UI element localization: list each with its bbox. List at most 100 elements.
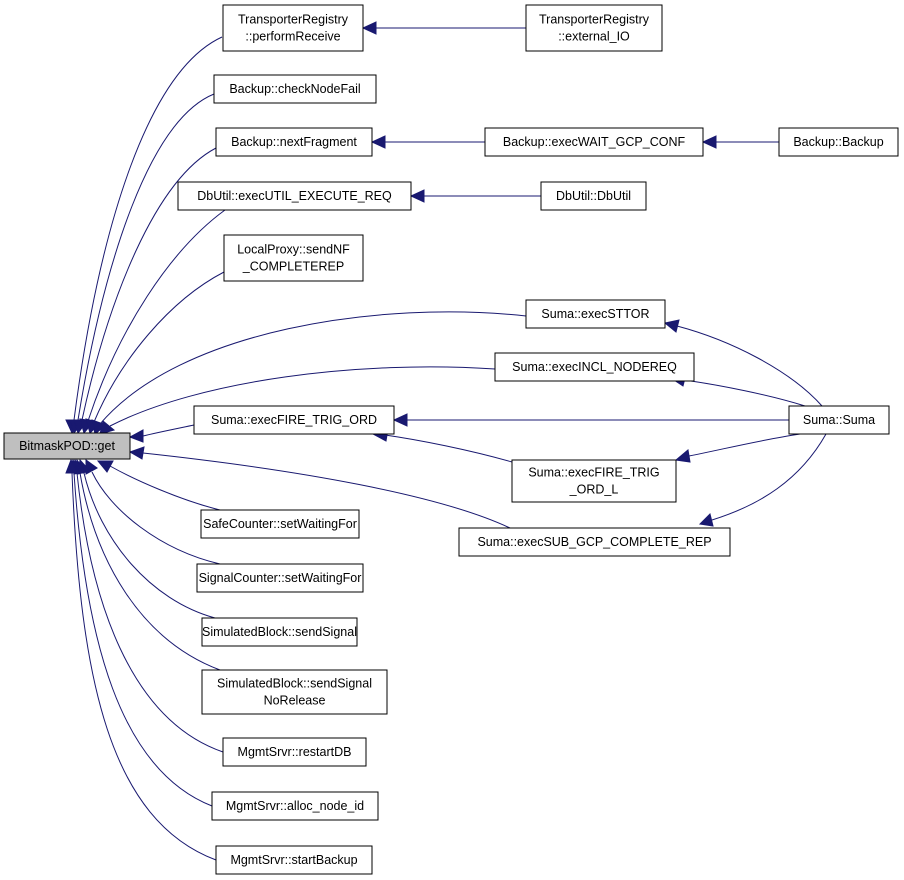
node-su_incl[interactable]: Suma::execINCL_NODEREQ <box>494 352 695 382</box>
node-label: Suma::execSTTOR <box>541 307 649 321</box>
node-label: MgmtSrvr::startBackup <box>230 853 357 867</box>
node-box <box>484 127 704 157</box>
node-label: _COMPLETEREP <box>242 260 344 274</box>
node-tr_ext[interactable]: TransporterRegistry::external_IO <box>525 4 663 52</box>
edge-su_sgcr-to-root <box>128 446 511 529</box>
node-su_fto[interactable]: Suma::execFIRE_TRIG_ORD <box>193 405 395 435</box>
node-box <box>788 405 890 435</box>
edge-line <box>73 472 213 807</box>
edge-line <box>676 325 823 407</box>
edge-line <box>711 433 827 521</box>
node-tr_pr[interactable]: TransporterRegistry::performReceive <box>222 4 364 52</box>
arrow-head <box>674 449 691 463</box>
node-bk_cnf[interactable]: Backup::checkNodeFail <box>213 74 377 104</box>
node-label: SimulatedBlock::sendSignal <box>202 625 357 639</box>
node-bk_bk[interactable]: Backup::Backup <box>778 127 899 157</box>
edge-sc_swf-to-root <box>96 460 221 511</box>
edge-db_db-to-db_exec <box>409 189 541 203</box>
node-box <box>223 234 364 282</box>
edges-layer <box>65 21 827 861</box>
node-label: _ORD_L <box>569 483 619 497</box>
node-sc_swf[interactable]: SafeCounter::setWaitingFor <box>200 509 360 539</box>
edge-line <box>91 471 221 565</box>
arrow-head <box>128 446 145 460</box>
arrow-head <box>392 413 408 427</box>
node-sb_ss[interactable]: SimulatedBlock::sendSignal <box>201 617 358 647</box>
node-label: DbUtil::DbUtil <box>556 189 631 203</box>
node-box <box>458 527 731 557</box>
node-su_sttor[interactable]: Suma::execSTTOR <box>525 299 666 329</box>
node-label: LocalProxy::sendNF <box>237 243 350 257</box>
node-label: BitmaskPOD::get <box>19 439 115 453</box>
edge-line <box>73 36 223 421</box>
node-box <box>525 299 666 329</box>
node-sgc_swf[interactable]: SignalCounter::setWaitingFor <box>196 563 364 593</box>
edge-line <box>384 434 513 463</box>
edge-su_suma-to-su_sgcr <box>698 433 827 527</box>
edge-su_fto-to-root <box>128 424 195 443</box>
node-box <box>511 459 677 503</box>
arrow-head <box>91 419 108 435</box>
node-label: Suma::execINCL_NODEREQ <box>512 360 677 374</box>
node-box <box>215 845 373 875</box>
node-ms_rdb[interactable]: MgmtSrvr::restartDB <box>222 737 367 767</box>
nodes-layer: BitmaskPOD::get TransporterRegistry::perf… <box>3 4 899 875</box>
node-label: ::performReceive <box>245 30 340 44</box>
edge-ms_ani-to-root <box>67 458 213 807</box>
arrow-head <box>99 420 116 435</box>
edge-bk_cnf-to-root <box>69 93 215 435</box>
node-label: DbUtil::execUTIL_EXECUTE_REQ <box>197 189 392 203</box>
edge-line <box>93 271 225 423</box>
edge-line <box>688 433 801 457</box>
node-db_exec[interactable]: DbUtil::execUTIL_EXECUTE_REQ <box>177 181 412 211</box>
node-label: ::external_IO <box>558 30 630 44</box>
edge-line <box>142 452 511 529</box>
node-label: Backup::execWAIT_GCP_CONF <box>503 135 686 149</box>
edge-line <box>142 424 195 437</box>
arrow-head <box>370 135 386 149</box>
node-label: NoRelease <box>264 694 326 708</box>
node-bk_wgc[interactable]: Backup::execWAIT_GCP_CONF <box>484 127 704 157</box>
node-db_db[interactable]: DbUtil::DbUtil <box>540 181 647 211</box>
node-ms_ani[interactable]: MgmtSrvr::alloc_node_id <box>211 791 379 821</box>
node-ms_sb[interactable]: MgmtSrvr::startBackup <box>215 845 373 875</box>
arrow-head <box>361 21 377 35</box>
edge-su_incl-to-root <box>99 366 496 435</box>
node-su_suma[interactable]: Suma::Suma <box>788 405 890 435</box>
node-box <box>196 563 364 593</box>
node-box <box>3 432 131 460</box>
node-su_ftol[interactable]: Suma::execFIRE_TRIG_ORD_L <box>511 459 677 503</box>
node-box <box>215 127 373 157</box>
node-label: MgmtSrvr::restartDB <box>238 745 352 759</box>
node-lp_send[interactable]: LocalProxy::sendNF_COMPLETEREP <box>223 234 364 282</box>
node-label: TransporterRegistry <box>539 13 650 27</box>
node-box <box>213 74 377 104</box>
edge-bk_wgc-to-bk_nf <box>370 135 485 149</box>
node-bk_nf[interactable]: Backup::nextFragment <box>215 127 373 157</box>
node-box <box>211 791 379 821</box>
node-label: SafeCounter::setWaitingFor <box>203 517 357 531</box>
node-label: SimulatedBlock::sendSignal <box>217 677 372 691</box>
edge-db_exec-to-root <box>79 209 226 435</box>
edge-line <box>79 472 221 671</box>
arrow-head <box>96 460 114 473</box>
edge-tr_ext-to-tr_pr <box>361 21 526 35</box>
edge-su_suma-to-su_fto <box>392 413 789 427</box>
arrow-head <box>701 135 717 149</box>
edge-line <box>81 147 217 421</box>
node-label: SignalCounter::setWaitingFor <box>199 571 362 585</box>
edge-line <box>683 379 806 407</box>
node-label: Backup::nextFragment <box>231 135 357 149</box>
arrow-head <box>409 189 425 203</box>
edge-line <box>83 472 216 619</box>
node-label: Suma::execSUB_GCP_COMPLETE_REP <box>477 535 711 549</box>
edge-line <box>99 311 527 425</box>
node-su_sgcr[interactable]: Suma::execSUB_GCP_COMPLETE_REP <box>458 527 731 557</box>
node-label: Backup::checkNodeFail <box>229 82 360 96</box>
arrow-head <box>128 429 144 443</box>
edge-line <box>87 209 226 422</box>
node-root: BitmaskPOD::get <box>3 432 131 460</box>
edge-su_suma-to-su_ftol <box>674 433 801 463</box>
